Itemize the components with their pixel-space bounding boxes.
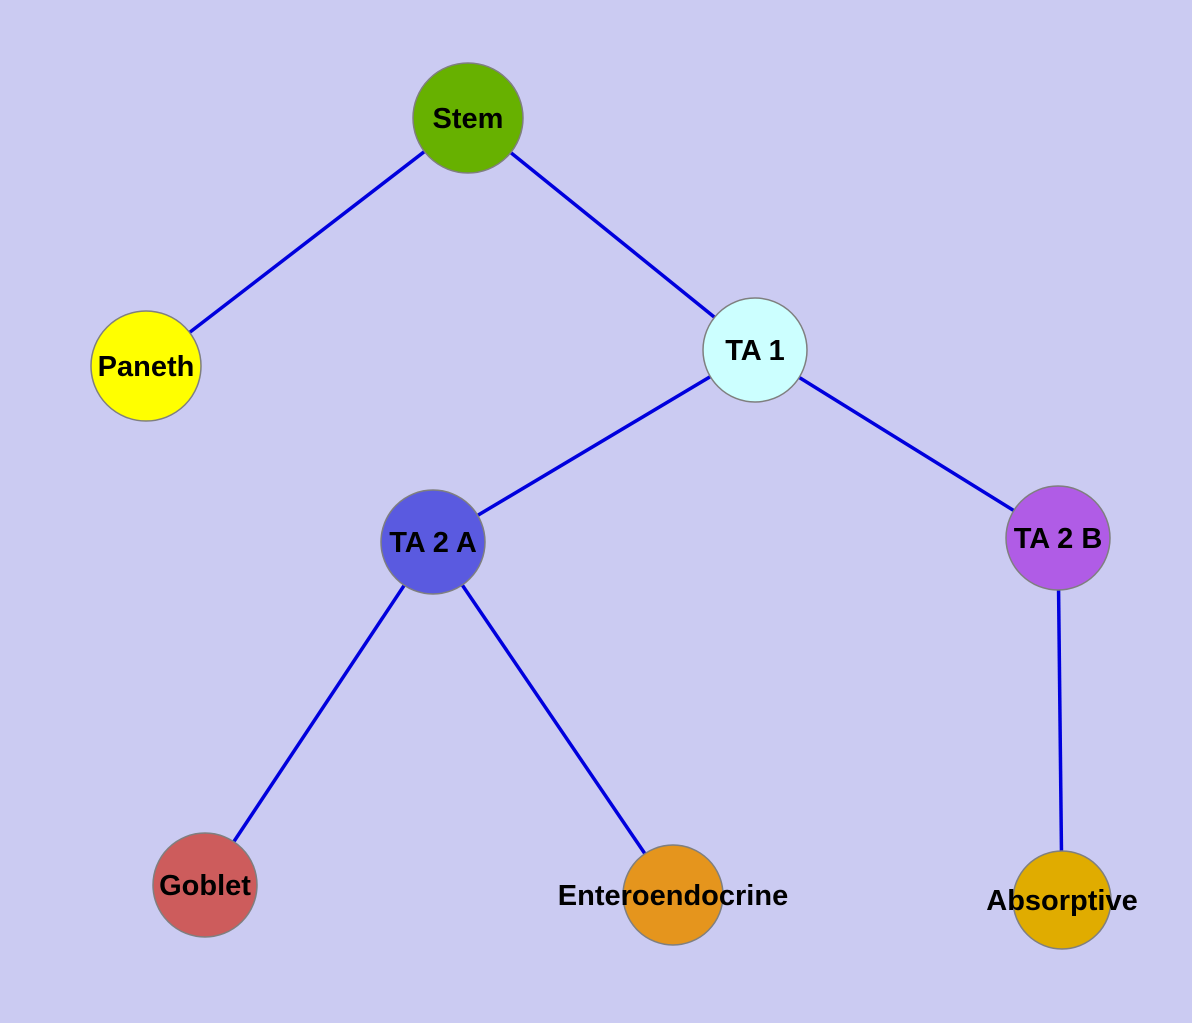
node-ta2a: [380, 489, 486, 595]
edge-ta2a-enteroendocrine: [431, 541, 675, 896]
edge-stem-ta1: [466, 116, 757, 352]
node-label-goblet: Goblet: [159, 870, 251, 902]
node-label-ta2a: TA 2 A: [389, 527, 477, 559]
edge-ta2b-absorptive: [1056, 537, 1064, 901]
node-ta2b: [1005, 485, 1111, 591]
node-goblet: [152, 832, 258, 938]
node-label-stem: Stem: [433, 103, 504, 135]
edge-stem-paneth: [144, 116, 470, 368]
node-label-ta1: TA 1: [725, 335, 785, 367]
edge-ta1-ta2b: [754, 348, 1059, 540]
edge-ta1-ta2a: [432, 348, 756, 544]
edge-ta2a-goblet: [203, 541, 435, 886]
node-absorptive: [1012, 850, 1112, 950]
node-stem: [412, 62, 524, 174]
node-ta1: [702, 297, 808, 403]
node-enteroendocrine: [622, 844, 724, 946]
node-label-ta2b: TA 2 B: [1014, 523, 1103, 555]
node-label-enteroendocrine: Enteroendocrine: [558, 880, 788, 912]
node-paneth: [90, 310, 202, 422]
node-label-absorptive: Absorptive: [986, 885, 1137, 917]
node-label-paneth: Paneth: [98, 351, 195, 383]
